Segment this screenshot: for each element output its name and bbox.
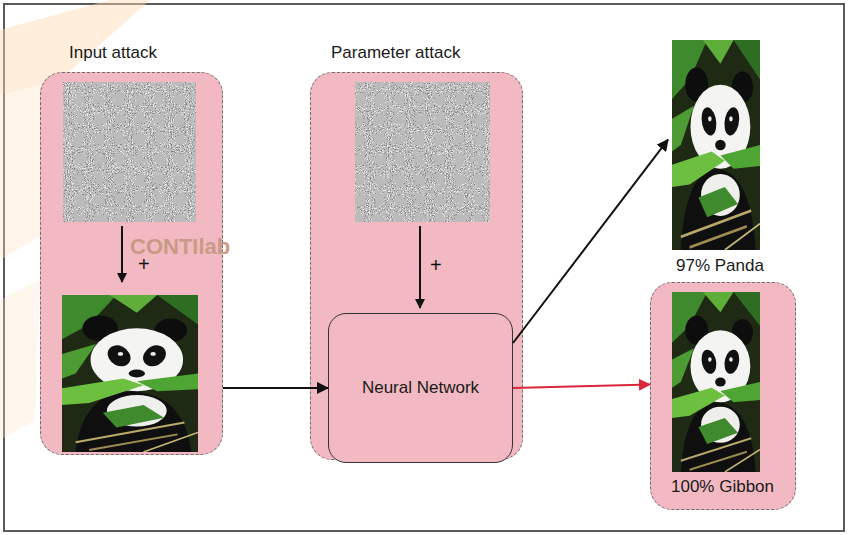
node-label: 97% Panda — [676, 256, 782, 276]
connector-arrow — [513, 140, 668, 343]
add-arrow — [419, 226, 421, 308]
label-holder: CONTIlab — [130, 234, 230, 260]
node-label: 100% Gibbon — [671, 477, 795, 497]
noise-square — [63, 82, 196, 222]
network-box: Neural Network — [328, 313, 513, 463]
panda-image — [62, 295, 198, 452]
plus-sign: + — [430, 254, 442, 276]
noise-square — [355, 82, 490, 222]
connector-arrow — [513, 385, 650, 388]
watermark: CONTIlab — [130, 234, 230, 259]
add-arrow — [121, 226, 123, 282]
region-heading: Input attack — [69, 43, 157, 63]
node-label: Neural Network — [362, 378, 479, 398]
label-holder: + — [430, 253, 442, 277]
panda-image — [672, 40, 760, 250]
region-heading: Parameter attack — [331, 43, 460, 63]
panda-image — [672, 292, 760, 472]
connector-arrow — [223, 387, 328, 389]
